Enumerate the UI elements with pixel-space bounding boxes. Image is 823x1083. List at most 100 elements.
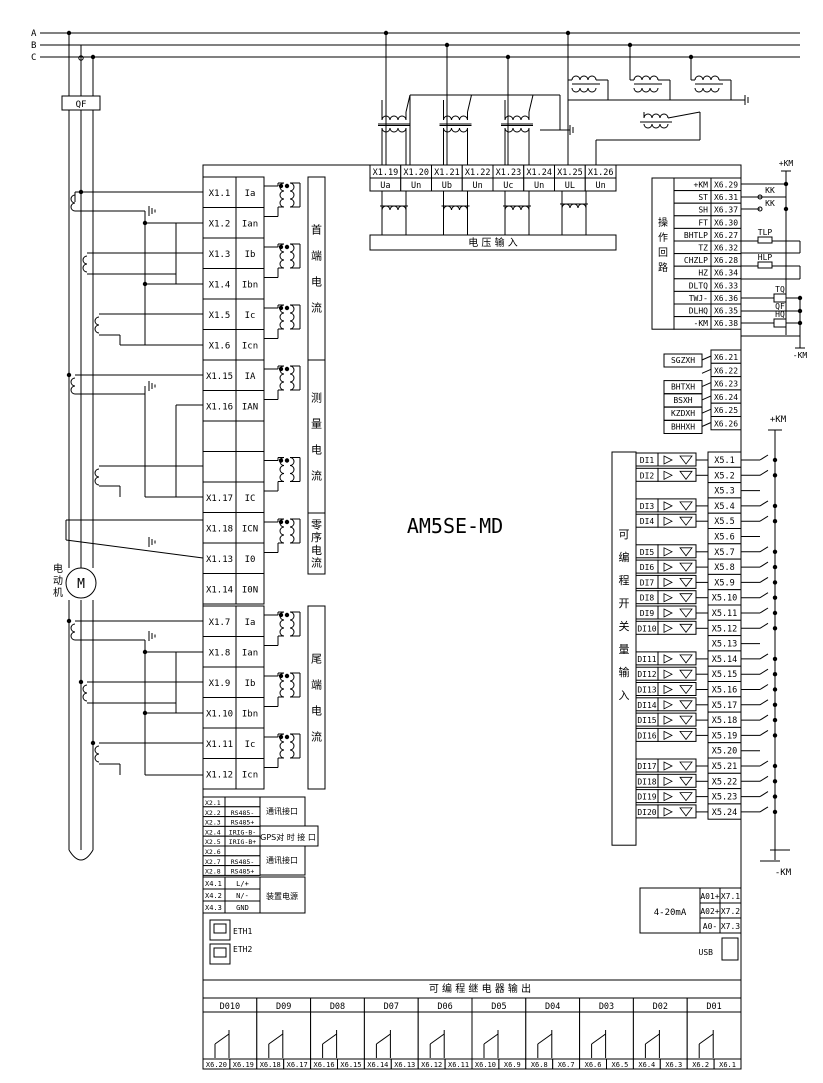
relay-terminal-X6.12: X6.12 (421, 1061, 442, 1069)
tail-sig-cell (235, 727, 265, 759)
voltage-terminal-X1.23: X1.23 (496, 168, 522, 178)
op-signal-CHZLP: CHZLP (684, 256, 708, 265)
junction-dot (772, 519, 778, 524)
motor-symbol (65, 567, 97, 599)
op-signal-TWJ-: TWJ- (689, 294, 708, 303)
junction-dot (142, 220, 148, 226)
di-input-DI8: DI8 (640, 594, 655, 603)
opto-transistor-icon (679, 501, 693, 511)
di-input-DI19: DI19 (637, 793, 656, 802)
di-label: 输 (619, 665, 630, 679)
current-signal: Ib (245, 250, 256, 260)
relay-contact-cell (417, 1011, 473, 1060)
pt-secondary-icon (643, 123, 669, 129)
relay-terminal-X6.7: X6.7 (558, 1061, 575, 1069)
current-terminal-X1.16: X1.16 (206, 403, 233, 413)
relay-contact-cell (363, 1011, 419, 1060)
relay-terminal-X6.1: X6.1 (719, 1061, 736, 1069)
tail-terminal-X1.8: X1.8 (209, 649, 231, 659)
comm-signal: RS485+ (231, 868, 255, 876)
current-signal: ICN (242, 525, 258, 535)
voltage-terminal-X1.22: X1.22 (465, 168, 491, 178)
di-terminal-X5.15: X5.15 (712, 670, 738, 680)
current-terminal-X1.3: X1.3 (209, 250, 231, 260)
power-terminal-X4.2: X4.2 (205, 892, 222, 900)
phase-a-label: A (31, 29, 37, 39)
relay-terminal-X6.11: X6.11 (448, 1061, 469, 1069)
signal-BHTXH: BHTXH (671, 383, 695, 392)
junction-dot (142, 281, 148, 287)
di-terminal-X5.1: X5.1 (714, 456, 734, 466)
wire (467, 94, 472, 113)
voltage-signal: UL (565, 181, 575, 191)
hlp-icon (757, 261, 773, 269)
tlp-icon (757, 236, 773, 244)
power-label-cell (259, 876, 306, 914)
tail-ct-icon (289, 672, 295, 698)
di-terminal-X5.22: X5.22 (712, 777, 738, 787)
junction-dot (772, 733, 778, 738)
di-terminal-X5.23: X5.23 (712, 793, 738, 803)
group-zero-seq-current-label: 电 (311, 544, 322, 557)
junction-dot (278, 734, 284, 740)
comm-label: 通讯接口 (266, 855, 298, 865)
opto-transistor-icon (679, 792, 693, 802)
di-terminal-X5.7: X5.7 (714, 548, 734, 558)
junction-dot (278, 612, 284, 618)
current-sig-cell (235, 359, 265, 391)
current-signal: Ic (245, 311, 256, 321)
wire (701, 395, 712, 401)
di-plus-km: +KM (770, 415, 787, 425)
feeder-ct-icon (94, 745, 100, 763)
junction-dot (284, 366, 290, 372)
relay-contact-cell (310, 1011, 365, 1060)
op-hq: HQ (775, 310, 785, 319)
opto-diode-icon (663, 700, 673, 710)
comm-terminal-X2.5: X2.5 (205, 838, 221, 846)
op-label: 回 (658, 247, 668, 259)
di-terminal-X5.12: X5.12 (712, 624, 738, 634)
opto-transistor-icon (679, 654, 693, 664)
tail-ct-icon (289, 611, 295, 637)
relay-terminal-X6.10: X6.10 (475, 1061, 496, 1069)
voltage-terminal-X1.21: X1.21 (434, 168, 460, 178)
relay-output-D08: D08 (330, 1002, 345, 1012)
junction-dot (772, 503, 778, 509)
op-signal-FT: FT (698, 218, 708, 227)
group-tail-current-label: 电 (311, 705, 322, 718)
opto-diode-icon (663, 730, 673, 741)
signal-terminal-X6.21: X6.21 (714, 353, 738, 362)
di-input-DI6: DI6 (640, 563, 655, 572)
current-term-cell (202, 176, 237, 208)
voltage-terminal-X1.19: X1.19 (373, 168, 399, 178)
opto-transistor-icon (679, 623, 693, 633)
junction-dot (797, 320, 803, 326)
op-tlp: TLP (758, 228, 773, 237)
signal-terminal-X6.25: X6.25 (714, 406, 738, 415)
op-tq: TQ (775, 285, 785, 294)
current-signal: Ia (245, 189, 256, 199)
di-terminal-X5.14: X5.14 (712, 655, 738, 665)
tail-terminal-X1.11: X1.11 (206, 740, 233, 750)
current-term-cell (202, 359, 237, 391)
di-input-DI14: DI14 (637, 701, 656, 710)
junction-dot (278, 244, 284, 250)
signal-BHHXH: BHHXH (671, 423, 695, 432)
analog-term-cell (719, 917, 742, 934)
pt-primary-icon (571, 75, 597, 81)
star-point (68, 849, 94, 861)
voltage-terminal-X1.26: X1.26 (588, 168, 614, 178)
pt-secondary-icon (571, 87, 597, 93)
group-tail-current (307, 605, 326, 790)
relay-contact-cell (579, 1011, 634, 1060)
op-label: 路 (658, 261, 668, 274)
di-input-DI2: DI2 (640, 471, 655, 480)
opto-diode-icon (663, 455, 673, 465)
opto-transistor-icon (679, 547, 693, 557)
signal-SGZXH: SGZXH (671, 356, 695, 365)
op-terminal-X6.36: X6.36 (714, 294, 738, 303)
junction-dot (772, 779, 778, 784)
pt-primary-icon (504, 115, 530, 121)
current-terminal-X1.5: X1.5 (209, 311, 231, 321)
